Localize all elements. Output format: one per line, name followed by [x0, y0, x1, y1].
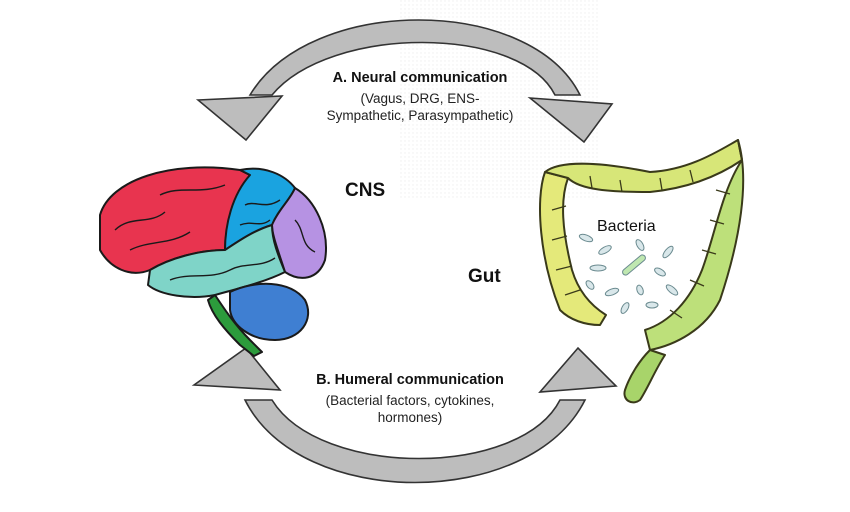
humeral-communication-detail-line2: hormones)	[377, 410, 443, 425]
humeral-arrow	[191, 346, 618, 484]
neural-communication-detail-line2: Sympathetic, Parasympathetic)	[326, 108, 514, 123]
colon-illustration	[539, 139, 745, 404]
brain-cerebellum	[229, 282, 310, 341]
neural-communication-detail-line1: (Vagus, DRG, ENS-	[360, 91, 480, 106]
humeral-communication-detail-line1: (Bacterial factors, cytokines,	[325, 393, 495, 408]
brain-stem	[207, 294, 263, 357]
brain-temporal-lobe	[147, 224, 286, 298]
cns-label: CNS	[345, 180, 386, 201]
colon-sigmoid	[623, 349, 666, 404]
neural-arrow	[195, 19, 614, 144]
gut-label: Gut	[468, 266, 501, 287]
brain-illustration	[99, 166, 327, 357]
neural-communication-title: A. Neural communication	[332, 70, 508, 86]
bacteria-cluster	[578, 233, 679, 314]
humeral-communication-title: B. Humeral communication	[316, 372, 504, 388]
colon-ascending	[539, 171, 607, 326]
bacteria-label: Bacteria	[597, 218, 656, 235]
